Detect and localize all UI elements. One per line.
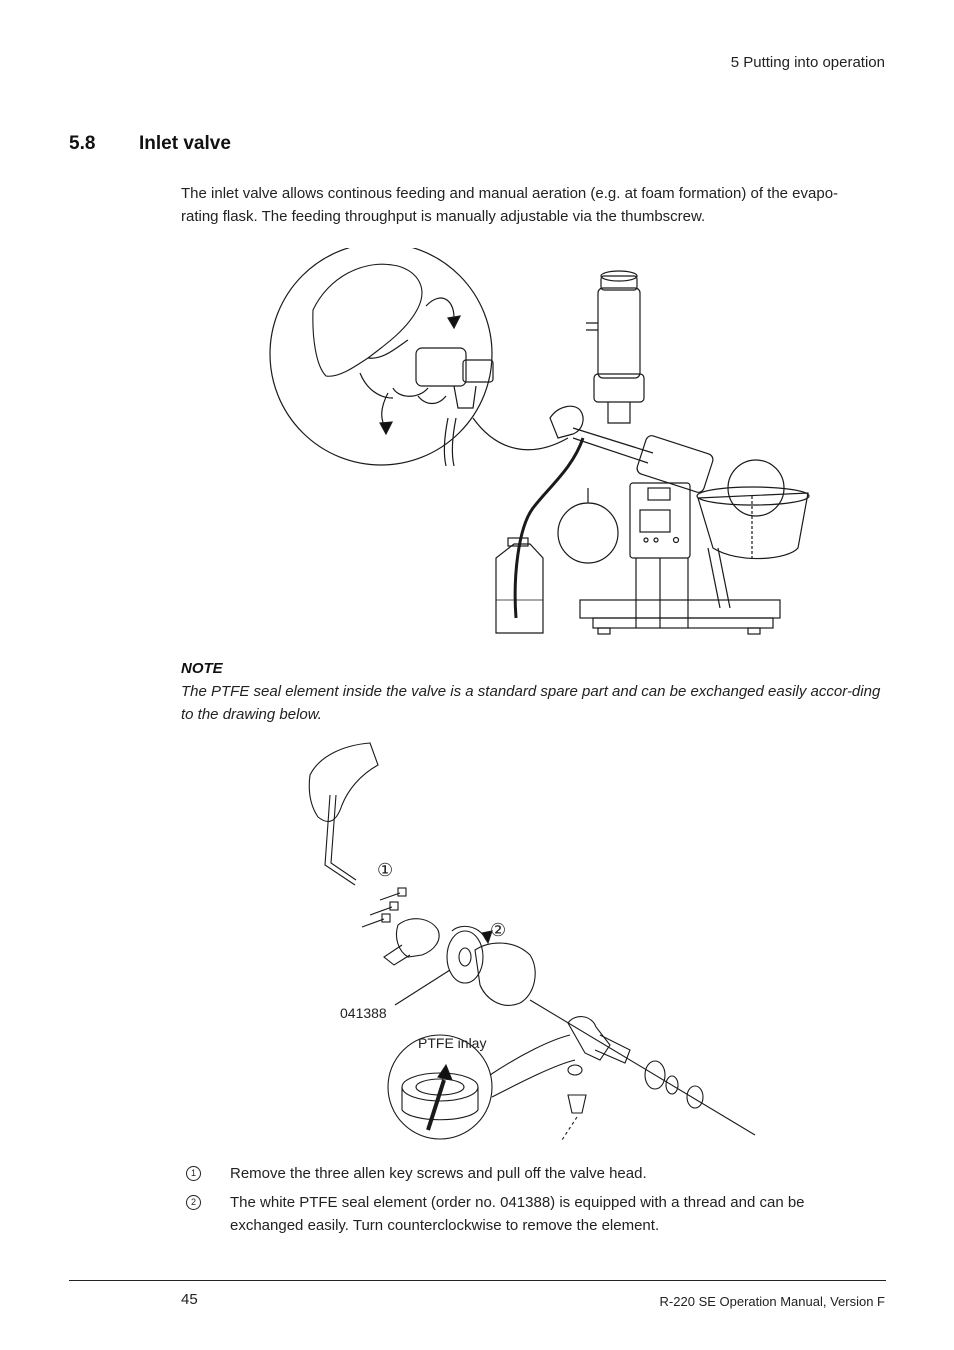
step-2: 2 The white PTFE seal element (order no.… bbox=[186, 1191, 866, 1237]
note-text: The PTFE seal element inside the valve i… bbox=[181, 683, 881, 723]
up-arrow-icon bbox=[426, 1079, 446, 1131]
nut bbox=[644, 1060, 666, 1090]
heating-bath bbox=[697, 492, 809, 560]
step-1: 1 Remove the three allen key screws and … bbox=[186, 1162, 866, 1185]
allen-screw bbox=[369, 906, 393, 916]
receiving-flask bbox=[557, 502, 619, 564]
feed-tube bbox=[513, 437, 585, 619]
guide-line bbox=[529, 999, 756, 1136]
display-panel bbox=[639, 509, 671, 533]
rotavapor-illustration bbox=[268, 248, 813, 648]
step-marker-2: 2 bbox=[186, 1195, 201, 1210]
ptfe-inlay-label: PTFE inlay bbox=[418, 1035, 487, 1051]
step-text-2: The white PTFE seal element (order no. 0… bbox=[230, 1194, 805, 1234]
running-header: 5 Putting into operation bbox=[730, 54, 885, 71]
control-unit bbox=[629, 482, 691, 559]
section-title: Inlet valve bbox=[139, 133, 231, 154]
part-number-label: 041388 bbox=[340, 1005, 387, 1021]
seal-exchange-illustration: ① ② 041388 PTFE inlay bbox=[300, 735, 760, 1145]
allen-screw bbox=[361, 918, 385, 928]
stand-base bbox=[579, 599, 781, 619]
ptfe-seal-disc bbox=[446, 930, 484, 984]
ptfe-inlay-magnifier bbox=[387, 1034, 493, 1140]
detail-magnifier-circle bbox=[269, 248, 493, 466]
detail-hand bbox=[312, 263, 423, 377]
hand-with-key bbox=[308, 742, 379, 823]
step-marker-1: 1 bbox=[186, 1166, 201, 1181]
page-number: 45 bbox=[181, 1291, 198, 1308]
footer-rule bbox=[69, 1280, 886, 1281]
section-number: 5.8 bbox=[69, 133, 96, 154]
note-title: NOTE bbox=[181, 660, 223, 677]
callout-2: ② bbox=[490, 920, 507, 940]
callout-1: ① bbox=[377, 860, 394, 880]
intro-paragraph: The inlet valve allows continous feeding… bbox=[181, 185, 839, 225]
step-text-1: Remove the three allen key screws and pu… bbox=[230, 1165, 647, 1182]
valve-body bbox=[567, 1016, 611, 1061]
allen-screw bbox=[379, 892, 401, 901]
section-heading: 5.8 Inlet valve bbox=[69, 133, 231, 155]
condenser bbox=[597, 287, 641, 379]
valve-head bbox=[395, 918, 440, 958]
manual-title: R-220 SE Operation Manual, Version F bbox=[659, 1294, 885, 1309]
feed-bottle bbox=[495, 543, 544, 634]
